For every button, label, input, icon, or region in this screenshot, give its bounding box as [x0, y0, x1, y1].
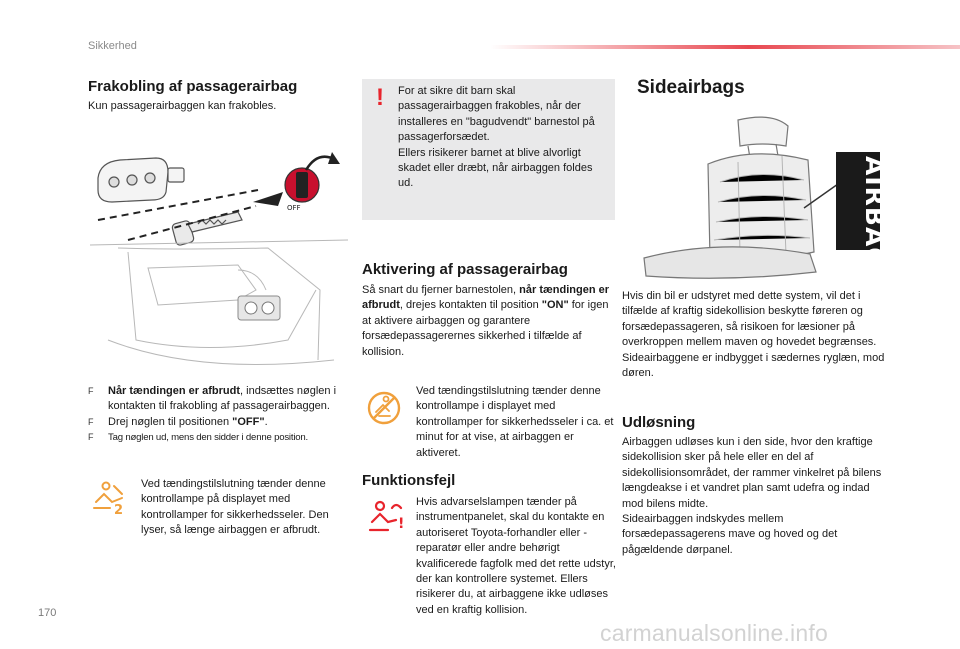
lamp-badge: 2	[114, 503, 123, 516]
side-airbags-heading: Sideairbags	[637, 77, 745, 98]
watermark: carmanualsonline.info	[600, 620, 828, 646]
bullet-icon: F	[88, 416, 94, 427]
disconnect-intro: Kun passagerairbaggen kan frakobles.	[88, 100, 277, 112]
activation-part: Så snart du fjerner barnestolen,	[362, 284, 520, 296]
warning-box	[362, 79, 615, 220]
off-lamp-description: Ved tændingstilslutning tænder denne kon…	[141, 478, 329, 537]
activation-text: Så snart du fjerner barnestolen, når tæn…	[362, 283, 618, 360]
step-item: F Når tændingen er afbrudt, indsættes nøg…	[88, 384, 356, 415]
svg-text:!: !	[398, 516, 404, 532]
warning-exclamation-icon: !	[376, 84, 384, 111]
bullet-icon: F	[88, 432, 94, 443]
step-bold: "OFF"	[232, 415, 265, 428]
activation-heading: Aktivering af passagerairbag	[362, 261, 568, 278]
activation-bold: når tændingen er afbrudt	[362, 284, 609, 312]
airbag-label: AIRBAG	[860, 156, 889, 269]
step-end: .	[264, 415, 268, 428]
airbag-fault-lamp-icon: !	[368, 500, 404, 532]
fault-heading: Funktionsfejl	[362, 472, 456, 489]
activation-part: , drejes kontakten til position	[399, 299, 542, 312]
bullet-icon: F	[88, 386, 94, 396]
deployment-heading: Udløsning	[622, 414, 696, 431]
airbag-off-lamp-icon: 2	[93, 481, 123, 516]
disconnect-steps: F Når tændingen er afbrudt, indsættes nøg…	[88, 384, 356, 446]
activation-bold: "ON"	[541, 299, 569, 312]
step-bold: Når tændingen er afbrudt	[108, 385, 241, 397]
page-number: 170	[38, 607, 57, 619]
seat-airbag-illustration: AIRBAG	[643, 116, 889, 279]
on-lamp-description: Ved tændingstilslutning tænder denne kon…	[416, 385, 614, 459]
side-airbags-text: Hvis din bil er udstyret med dette syste…	[622, 290, 885, 380]
off-label: OFF	[287, 204, 301, 212]
activation-part: for igen at aktivere airbaggen og garant…	[362, 299, 609, 358]
key-switch-illustration: OFF	[89, 152, 349, 365]
step-text: Drej nøglen til positionen	[108, 415, 233, 428]
step-item: F Tag nøglen ud, mens den sidder i denne …	[88, 430, 356, 445]
disconnect-heading: Frakobling af passagerairbag	[88, 78, 298, 95]
airbag-on-lamp-icon	[367, 391, 401, 425]
step-item: F Drej nøglen til positionen "OFF".	[88, 415, 356, 430]
warning-text: For at sikre dit barn skal passagerairba…	[398, 85, 595, 190]
header-accent-bar	[490, 45, 960, 49]
fault-text: Hvis advarselslampen tænder på instrumen…	[416, 496, 616, 616]
section-label: Sikkerhed	[88, 40, 137, 52]
deployment-text: Airbaggen udløses kun i den side, hvor d…	[622, 436, 882, 556]
step-text: , indsættes nøglen i kontakten til frako…	[108, 385, 337, 413]
step-text: Tag nøglen ud, mens den sidder i denne p…	[108, 432, 309, 444]
